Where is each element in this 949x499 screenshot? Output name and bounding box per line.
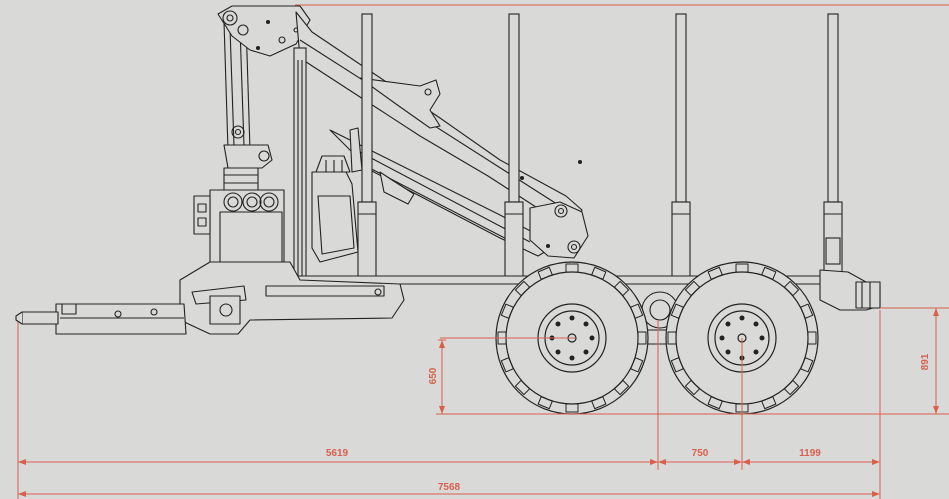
dimension-arrows [18,308,939,497]
rear-wheel-bolts [719,315,765,361]
dim-650-label: 650 [428,367,439,384]
bunk-stakes [293,13,843,281]
crane-slew-unit [193,189,285,279]
operator-seat [311,127,363,263]
dim-7568-label: 7568 [438,482,461,493]
rear-coupling [819,269,881,311]
stake-2 [504,13,524,281]
dim-750-label: 750 [692,448,709,459]
front-wheel-bolts [549,315,595,361]
dim-1199-label: 1199 [799,448,821,459]
crane-extension-boom [329,129,589,259]
dimension-lines [17,4,949,499]
crane-top-joint [217,5,311,57]
dimension-labels: 650 891 5619 750 1199 7568 [326,353,931,493]
crane-support-pole [293,47,307,281]
crane-column [223,21,273,191]
stake-3 [671,13,691,281]
crane [193,5,589,279]
dim-5619-label: 5619 [326,448,349,459]
front-wheel-tread [497,263,647,413]
dim-891-label: 891 [920,353,931,370]
rear-wheel-tread [667,263,817,413]
drawbar [15,303,187,335]
stake-4 [823,13,843,281]
